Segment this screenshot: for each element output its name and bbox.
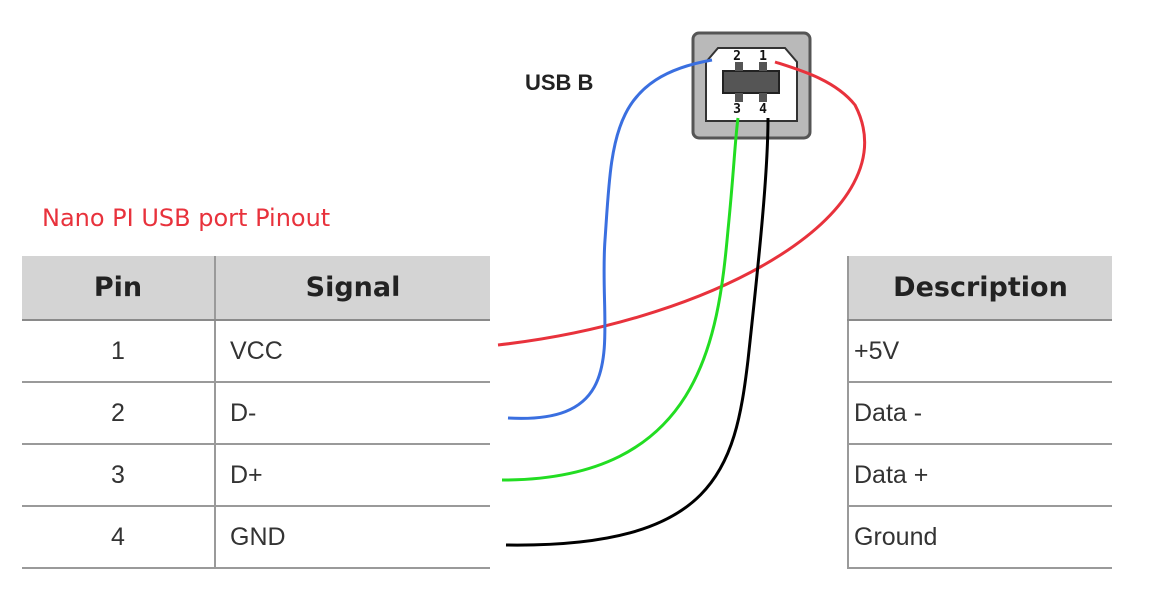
pinout-table: Pin Signal 1 VCC 2 D- 3 D+ 4 GND <box>22 256 490 569</box>
pin-number: 3 <box>22 444 215 507</box>
table-row: Data + <box>847 444 1112 507</box>
signal-name: GND <box>214 506 490 569</box>
description-value: Data - <box>847 382 1112 445</box>
table-row: +5V <box>847 320 1112 383</box>
description-value: +5V <box>847 320 1112 383</box>
pin-number: 4 <box>22 506 215 569</box>
wire-vcc <box>497 60 867 347</box>
pin-number: 2 <box>22 382 215 445</box>
pin-label: 2 <box>733 49 741 64</box>
description-column-header: Description <box>847 256 1112 321</box>
signal-name: VCC <box>214 320 490 383</box>
pin-column-header: Pin <box>22 256 215 321</box>
wire-data-plus <box>501 117 740 482</box>
signal-column-header: Signal <box>214 256 490 321</box>
pin-label: 4 <box>759 102 767 117</box>
description-table: Description +5V Data - Data + Ground <box>847 256 1112 569</box>
table-row: 4 GND <box>22 506 490 569</box>
table-row: 1 VCC <box>22 320 490 383</box>
diagram-title: Nano PI USB port Pinout <box>42 204 331 232</box>
table-row: Data - <box>847 382 1112 445</box>
signal-name: D- <box>214 382 490 445</box>
table-header-row: Pin Signal <box>22 256 490 321</box>
wire-ground <box>505 117 770 547</box>
pin-label: 3 <box>733 102 741 117</box>
usb-b-connector-icon: 2 1 3 4 <box>691 31 812 140</box>
description-value: Data + <box>847 444 1112 507</box>
usb-b-label: USB B <box>525 70 594 95</box>
signal-name: D+ <box>214 444 490 507</box>
pin-number: 1 <box>22 320 215 383</box>
table-row: Ground <box>847 506 1112 569</box>
pin-label: 1 <box>759 49 767 64</box>
table-row: 3 D+ <box>22 444 490 507</box>
description-value: Ground <box>847 506 1112 569</box>
table-header-row: Description <box>847 256 1112 321</box>
table-row: 2 D- <box>22 382 490 445</box>
wire-data-minus <box>507 58 713 420</box>
